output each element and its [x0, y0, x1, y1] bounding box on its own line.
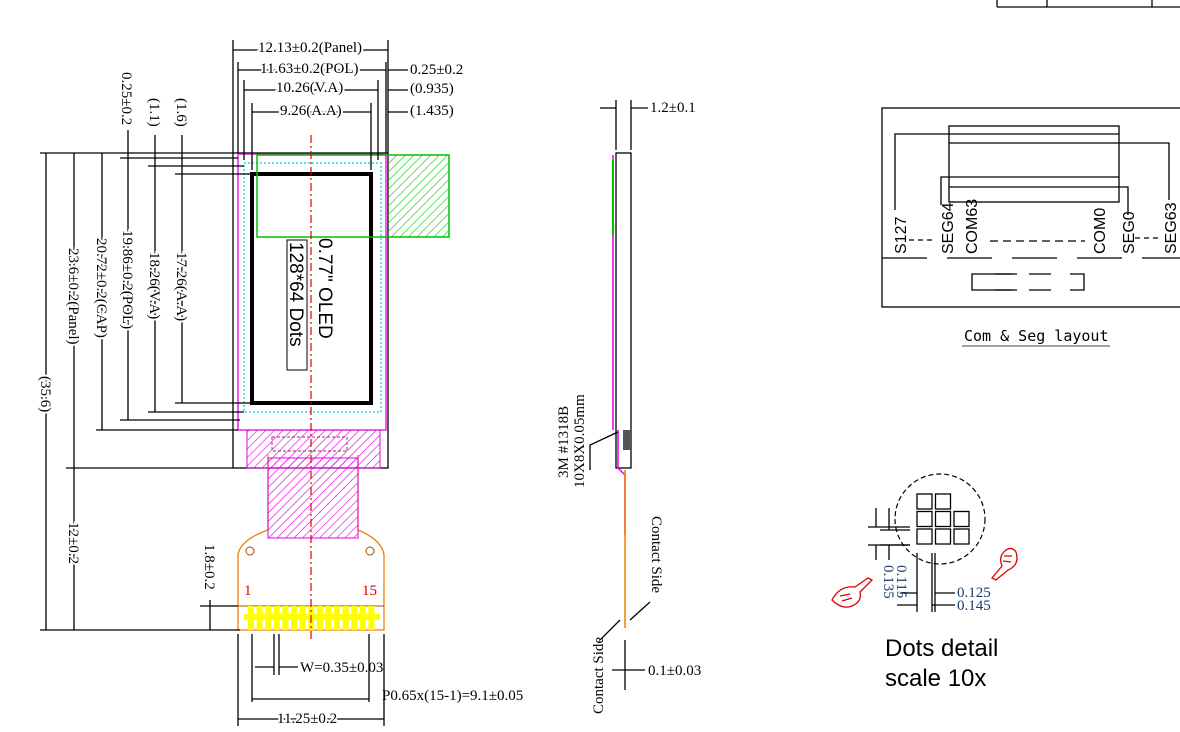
- dim-total-length: (35.6): [37, 376, 53, 412]
- dim-pol-width: 11.63±0.2(POL): [260, 61, 359, 77]
- driver-ic: [271, 436, 348, 452]
- pixel-dot: [934, 510, 952, 528]
- pixel-dot: [934, 528, 952, 545]
- front-view: 0.77" OLED 128*64 Dots 1 15: [232, 135, 450, 640]
- dim-top-1-6: (1.6): [173, 98, 189, 127]
- dim-va-width: 10.26(V.A): [276, 80, 343, 96]
- protective-film-tab: [388, 155, 449, 237]
- protective-film-outline: [256, 154, 450, 238]
- label-com0: COM0: [1092, 208, 1109, 254]
- pin-15-label: 15: [362, 583, 377, 599]
- dim-aa-width: 9.26(A.A): [280, 103, 342, 119]
- dim-panel-height: 23.6±0.2(Panel): [65, 248, 81, 345]
- title-block-fragment: [996, 0, 1180, 8]
- label-seg64: SEG64: [940, 202, 957, 254]
- left-dimensions: [40, 130, 252, 631]
- dots-detail-title: Dots detail: [885, 635, 998, 662]
- dim-dot-pitch-v: 0.135: [880, 565, 896, 599]
- pointing-hand-icon-left: [831, 577, 874, 608]
- dim-pin-width: W=0.35±0.03: [300, 660, 383, 676]
- dim-right-offset-1: 0.25±0.2: [410, 62, 463, 78]
- tape-spec-line-2: 10X8X0.05mm: [572, 394, 588, 488]
- bottom-dimensions: [237, 634, 385, 726]
- dim-dot-pitch-h: 0.145: [957, 598, 991, 614]
- dim-fpc-thickness: 0.1±0.03: [648, 663, 701, 679]
- fpc-stiffener: [267, 457, 359, 539]
- resolution-label: 128*64 Dots: [285, 242, 306, 347]
- dots-detail-scale: scale 10x: [885, 665, 986, 692]
- side-view: 1.2±0.1 3M #1318B 10X8X0.05mm Contact Si…: [556, 100, 701, 714]
- com-seg-layout: S127 SEG64 COM63 COM0 SEG0 SEG63 Com & S…: [881, 107, 1180, 347]
- pixel-dot: [916, 510, 933, 528]
- top-dimensions: [232, 40, 408, 170]
- dim-contact-length: 1.8±0.2: [201, 544, 217, 590]
- dim-fpc-length: 12±0.2: [65, 522, 81, 564]
- label-s127: S127: [893, 217, 910, 254]
- pixel-dot: [953, 510, 970, 528]
- dim-aa-height: 17.26(A.A): [173, 252, 189, 321]
- dim-dot-size-h: 0.125: [957, 585, 991, 601]
- dim-pol-height: 19.86±0.2(POL): [119, 230, 135, 329]
- viewing-area-outline: [243, 162, 382, 413]
- polarizer-outline: [237, 153, 387, 431]
- dim-top-offset: 0.25±0.2: [118, 72, 134, 125]
- dim-dot-size-v: 0.115: [893, 565, 909, 598]
- pin-1-label: 1: [244, 583, 252, 599]
- dim-panel-width: 12.13±0.2(Panel): [258, 40, 362, 56]
- tape-spec-line-1: 3M #1318B: [556, 406, 572, 478]
- contact-side-label-left: Contact Side: [591, 637, 607, 714]
- label-seg0: SEG0: [1121, 211, 1138, 254]
- dots-detail: 0.135 0.115 0.125 0.145 Dots detail scal…: [831, 473, 1018, 692]
- dim-pin-pitch: P0.65x(15-1)=9.1±0.05: [382, 688, 523, 704]
- contact-side-label-right: Contact Side: [648, 516, 664, 593]
- dim-top-1-1: (1.1): [146, 98, 162, 127]
- pixel-dot: [916, 493, 933, 510]
- com-seg-title: Com & Seg layout: [964, 327, 1109, 345]
- pointing-hand-icon-right: [990, 547, 1018, 581]
- dim-right-offset-3: (1.435): [410, 103, 454, 119]
- pixel-dot: [953, 528, 970, 545]
- display-size-label: 0.77" OLED: [314, 238, 335, 339]
- dim-module-thickness: 1.2±0.1: [650, 100, 696, 116]
- label-seg63: SEG63: [1163, 202, 1180, 254]
- dim-cap-height: 20.72±0.2(CAP): [93, 238, 109, 338]
- fpc-hole-right: [365, 546, 375, 556]
- dim-right-offset-2: (0.935): [410, 81, 454, 97]
- active-area-outline: [250, 172, 373, 405]
- fpc-hole-left: [245, 546, 255, 556]
- pixel-dot: [916, 528, 933, 545]
- dim-va-height: 18.26(V.A): [146, 252, 162, 319]
- dim-fpc-width: 11.25±0.2: [277, 711, 337, 727]
- pixel-dot: [934, 493, 952, 510]
- label-com63: COM63: [964, 199, 981, 254]
- fpc-contacts: [244, 606, 380, 630]
